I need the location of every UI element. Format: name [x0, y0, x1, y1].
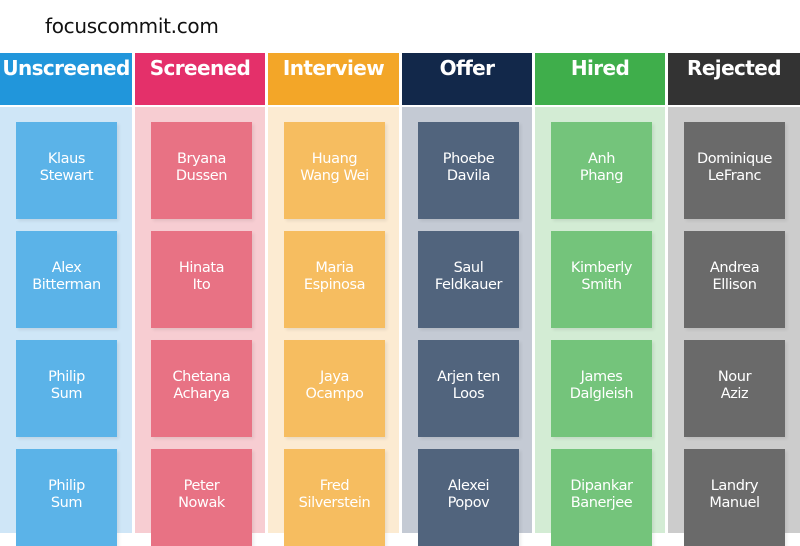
column-header: Offer	[402, 53, 532, 105]
column-header: Rejected	[668, 53, 800, 105]
column-title: Interview	[282, 56, 385, 80]
column-header: Unscreened	[0, 53, 132, 105]
column-title: Offer	[439, 56, 495, 80]
column-header: Screened	[135, 53, 265, 105]
column-title: Hired	[570, 56, 630, 80]
column-header: Interview	[268, 53, 399, 105]
column-title: Unscreened	[2, 56, 130, 80]
column-title: Rejected	[687, 56, 781, 80]
column-title: Screened	[149, 56, 251, 80]
site-label: focuscommit.com	[45, 14, 219, 38]
column-header: Hired	[535, 53, 665, 105]
